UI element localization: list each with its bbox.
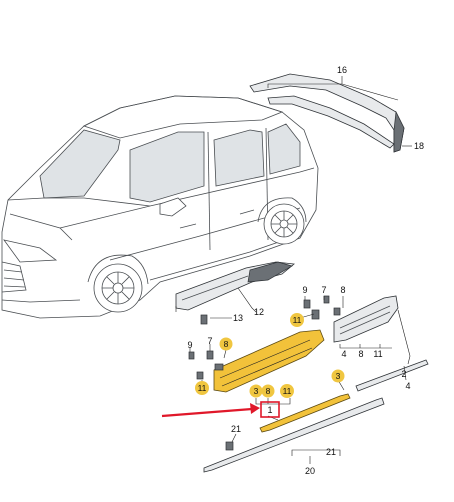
label-16: 16 xyxy=(337,65,347,75)
label-7-top: 7 xyxy=(321,285,326,295)
strip-20 xyxy=(203,397,385,473)
label-8-left: 8 xyxy=(224,339,229,349)
bubble-8-left xyxy=(219,337,233,351)
label-21-left: 21 xyxy=(231,424,241,434)
label-2: 2 xyxy=(401,369,406,379)
label-11-mid: 11 xyxy=(283,386,292,396)
bubble-3-mid xyxy=(249,384,263,398)
label-12: 12 xyxy=(254,307,264,317)
highlight-arrow xyxy=(161,403,260,418)
label-8-right: 8 xyxy=(358,349,363,359)
label-11-top: 11 xyxy=(293,315,302,325)
clip-13 xyxy=(200,314,208,325)
label-11-left: 11 xyxy=(198,383,207,393)
roof-rail-16-lower xyxy=(267,95,395,149)
label-11-right: 11 xyxy=(373,349,382,359)
bubble-11-left xyxy=(195,381,209,395)
arrow-shaft xyxy=(161,407,253,418)
label-21-right: 21 xyxy=(326,447,336,457)
vehicle-illustration xyxy=(1,95,319,319)
label-9-top: 9 xyxy=(302,285,307,295)
strip-4 xyxy=(355,359,429,392)
label-18: 18 xyxy=(414,141,424,151)
label-4-far: 4 xyxy=(405,381,410,391)
leader-lines xyxy=(175,76,412,464)
label-13: 13 xyxy=(233,313,243,323)
bubbles xyxy=(195,313,345,398)
sill-panel-7 xyxy=(213,329,325,393)
label-3-right: 3 xyxy=(336,371,341,381)
label-8-mid: 8 xyxy=(266,386,271,396)
label-1: 1 xyxy=(267,405,272,415)
bubble-11-top xyxy=(290,313,304,327)
bubble-11-mid xyxy=(280,384,294,398)
label-8-top: 8 xyxy=(340,285,345,295)
label-20: 20 xyxy=(305,466,315,476)
callout-labels: 16 18 12 13 9 7 8 11 4 8 11 2 4 9 7 8 11… xyxy=(187,65,424,476)
label-4-right: 4 xyxy=(341,349,346,359)
moulding-2 xyxy=(333,295,399,343)
callout-box-1 xyxy=(260,401,280,418)
fasteners xyxy=(188,295,341,451)
label-9-left: 9 xyxy=(187,340,192,350)
label-3-mid: 3 xyxy=(254,386,259,396)
sill-trim-12 xyxy=(175,261,295,311)
arrow-head xyxy=(250,403,260,414)
label-7-left: 7 xyxy=(207,336,212,346)
strip-1-body xyxy=(259,393,351,433)
bubble-8-mid xyxy=(261,384,275,398)
bubble-3-right xyxy=(331,369,345,383)
roof-rail-16 xyxy=(249,73,405,153)
strip-1 xyxy=(259,393,351,433)
